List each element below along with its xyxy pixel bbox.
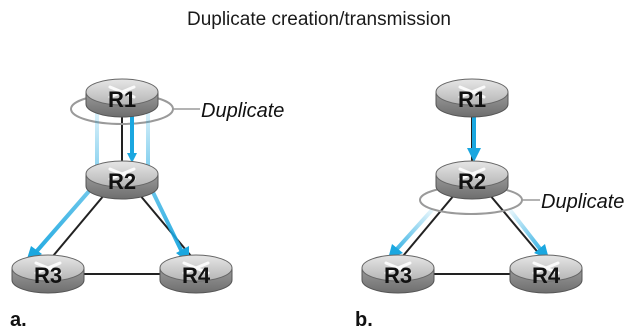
arrow-head-r2-b bbox=[467, 148, 481, 162]
duplicate-label-b: Duplicate bbox=[541, 191, 624, 213]
router-label-r4-b: R4 bbox=[532, 263, 561, 288]
router-r1-a: R1 bbox=[84, 77, 160, 119]
router-r3-a: R3 bbox=[10, 253, 86, 295]
arrow-r2-r3-b bbox=[394, 208, 434, 252]
panel-label-a: a. bbox=[10, 309, 27, 331]
panel-label-b: b. bbox=[355, 309, 373, 331]
router-label-r2-b: R2 bbox=[458, 169, 486, 194]
router-r3-b: R3 bbox=[360, 253, 436, 295]
duplicate-label-a: Duplicate bbox=[201, 100, 284, 122]
panel-b: Duplicate R1 R2 R3 R4 b. bbox=[355, 77, 624, 331]
router-r2-b: R2 bbox=[434, 159, 510, 201]
router-label-r2-a: R2 bbox=[108, 169, 136, 194]
link-r2-r4-b bbox=[483, 187, 547, 263]
link-r2-r3-a bbox=[47, 187, 111, 263]
router-r2-a: R2 bbox=[84, 159, 160, 201]
link-r2-r3-b bbox=[397, 187, 461, 263]
router-r4-a: R4 bbox=[158, 253, 234, 295]
router-label-r1-b: R1 bbox=[458, 87, 486, 112]
router-label-r3-a: R3 bbox=[34, 263, 62, 288]
router-label-r1-a: R1 bbox=[108, 87, 136, 112]
router-label-r4-a: R4 bbox=[182, 263, 211, 288]
diagram-title: Duplicate creation/transmission bbox=[187, 9, 451, 30]
router-r1-b: R1 bbox=[434, 77, 510, 119]
panel-a: Duplicate R1 R2 R3 R4 a. bbox=[10, 77, 284, 331]
router-r4-b: R4 bbox=[508, 253, 584, 295]
arrow-r2-r4-b bbox=[508, 208, 543, 252]
router-label-r3-b: R3 bbox=[384, 263, 412, 288]
